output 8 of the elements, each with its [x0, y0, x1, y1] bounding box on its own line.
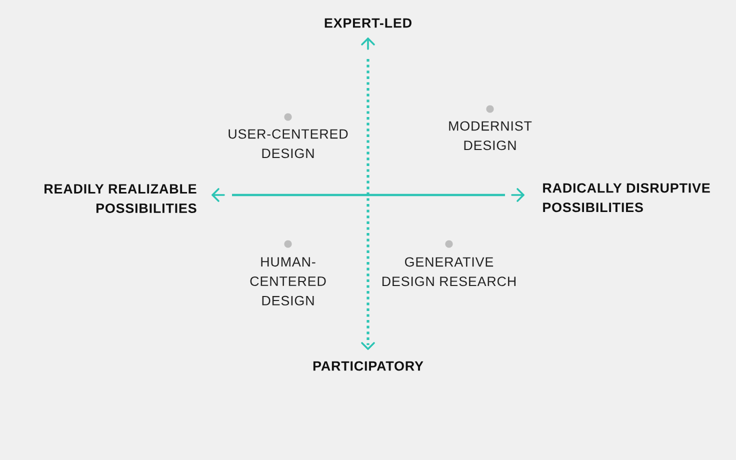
axis-label: PARTICIPATORY [313, 361, 424, 371]
quadrant-label: HUMAN-CENTERED DESIGN [250, 257, 326, 306]
axis-label: EXPERT-LED [324, 18, 412, 28]
quadrant-label: MODERNIST DESIGN [449, 121, 532, 150]
axis-label: RADICALLY DISRUPTIVE POSSIBILITIES [543, 183, 710, 212]
quadrant-label: GENERATIVE DESIGN RESEARCH [382, 257, 516, 286]
quadrant-label: USER-CENTERED DESIGN [228, 129, 348, 158]
axis-label: READILY REALIZABLE POSSIBILITIES [44, 184, 196, 213]
